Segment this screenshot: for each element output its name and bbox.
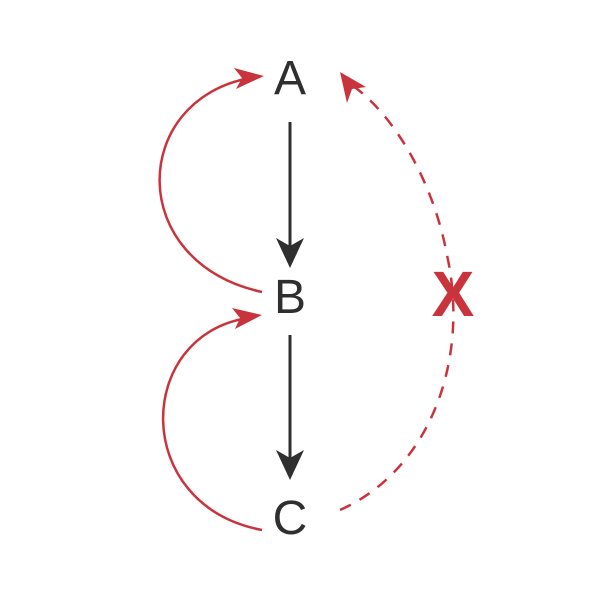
- arrow-b-to-a: [158, 68, 264, 294]
- node-c: C: [273, 492, 308, 545]
- arrow-a-to-b-head: [276, 238, 304, 268]
- node-b: B: [274, 271, 306, 324]
- arrow-c-to-a-blocked: [339, 72, 455, 512]
- arrow-a-to-b: [276, 122, 304, 268]
- blocked-marker: X: [432, 258, 475, 330]
- arrow-c-to-a-head: [340, 72, 366, 103]
- arrow-c-to-b-head: [232, 308, 262, 329]
- arrow-b-to-a-head: [234, 68, 264, 89]
- node-a: A: [274, 52, 306, 105]
- arrow-b-to-c: [276, 335, 304, 480]
- arrow-b-to-c-head: [276, 450, 304, 480]
- arrow-c-to-b: [161, 308, 263, 532]
